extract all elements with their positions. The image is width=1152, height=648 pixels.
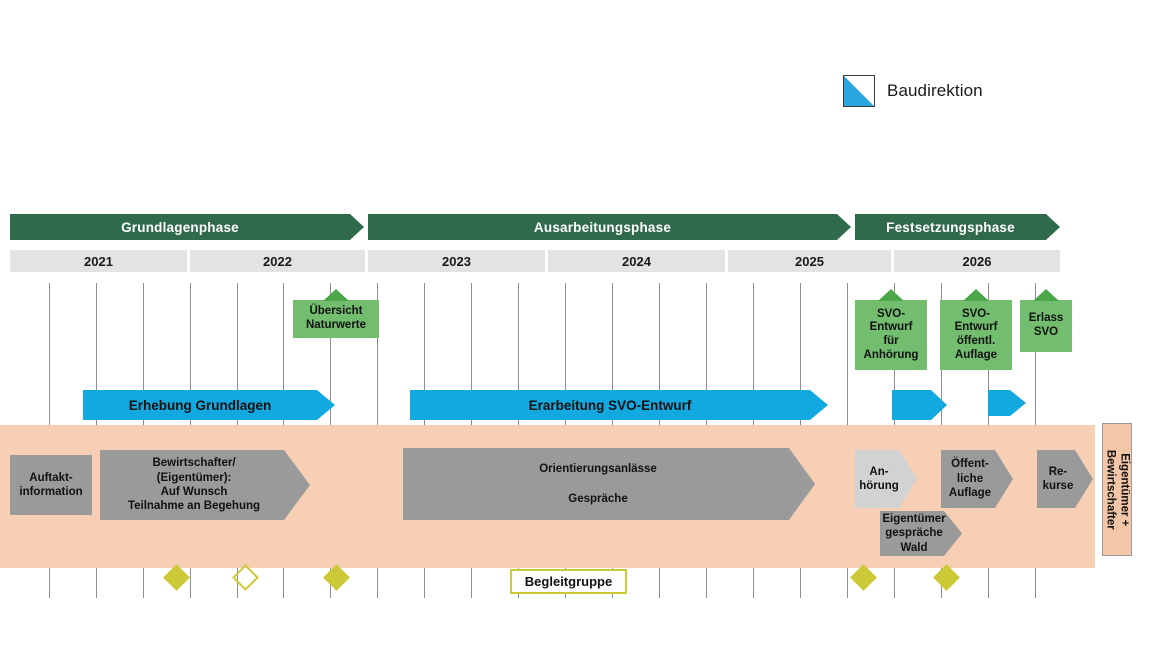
milestone-line: SVO- <box>961 307 991 320</box>
phase-bar-0[interactable]: Grundlagenphase <box>10 214 364 240</box>
eigentuemer-bewirtschafter-label: Eigentümer +Bewirtschafter <box>1102 423 1132 556</box>
milestone-line: Entwurf <box>954 321 998 334</box>
participation-auftaktinformation[interactable]: Auftakt-information <box>10 455 92 515</box>
year-label: 2025 <box>795 253 824 269</box>
milestone-line: Naturwerte <box>305 319 367 331</box>
work-bar-1[interactable]: Erarbeitung SVO-Entwurf <box>410 390 828 420</box>
legend-label: Baudirektion <box>887 81 983 100</box>
milestone-diamond-3[interactable] <box>850 564 877 591</box>
year-label: 2024 <box>622 253 651 269</box>
year-cell-2026[interactable]: 2026 <box>894 250 1060 272</box>
phase-label: Festsetzungsphase <box>886 219 1015 235</box>
vertical-label-text: Eigentümer +Bewirtschafter <box>1103 450 1131 530</box>
milestone-pointer-icon <box>878 289 904 301</box>
vertical-label-line: Eigentümer + <box>1118 452 1131 527</box>
milestone-line: öffentl. <box>956 335 996 347</box>
participation-line: liche <box>956 472 984 485</box>
year-cell-2024[interactable]: 2024 <box>548 250 725 272</box>
participation-line: Orientierungsanlässe <box>539 462 657 475</box>
participation-line: hörung <box>859 480 899 492</box>
milestone-line: Erlass <box>1028 312 1064 325</box>
milestone-line: SVO <box>1033 326 1059 338</box>
legend: Baudirektion <box>843 75 983 107</box>
begleitgruppe-box[interactable]: Begleitgruppe <box>510 569 627 594</box>
vertical-label-line: Bewirtschafter <box>1105 449 1118 530</box>
participation-line: kurse <box>1042 480 1074 492</box>
year-cell-2025[interactable]: 2025 <box>728 250 891 272</box>
milestone-pointer-icon <box>323 289 349 301</box>
year-cell-2021[interactable]: 2021 <box>10 250 187 272</box>
phase-label: Ausarbeitungsphase <box>533 219 672 235</box>
work-bar-2[interactable] <box>892 390 947 420</box>
work-bar-label: Erhebung Grundlagen <box>128 397 272 413</box>
milestone-line: Übersicht <box>309 305 363 318</box>
participation-line: Eigentümer <box>882 512 946 525</box>
phase-bar-1[interactable]: Ausarbeitungsphase <box>368 214 851 240</box>
year-label: 2026 <box>962 253 992 269</box>
milestone-diamond-0[interactable] <box>163 564 190 591</box>
milestone-line: SVO- <box>876 307 906 320</box>
participation-line: An- <box>869 465 889 478</box>
milestone-diamond-2[interactable] <box>323 564 350 591</box>
work-bar-label: Erarbeitung SVO-Entwurf <box>528 397 692 413</box>
milestone-line: Anhörung <box>863 348 919 361</box>
milestone-pointer-icon <box>1033 289 1059 301</box>
participation-line: Wald <box>900 541 928 554</box>
milestone-pointer-icon <box>963 289 989 301</box>
milestone-line: Auflage <box>954 348 998 361</box>
year-cell-2022[interactable]: 2022 <box>190 250 365 272</box>
year-label: 2023 <box>442 253 471 269</box>
phase-label: Grundlagenphase <box>121 219 239 235</box>
year-label: 2022 <box>263 253 292 269</box>
milestone-diamond-4[interactable] <box>933 564 960 591</box>
participation-line: Öffent- <box>951 458 989 471</box>
participation-line: gespräche <box>885 527 943 540</box>
participation-line: information <box>19 486 83 498</box>
work-bar-3[interactable] <box>988 390 1026 416</box>
participation-line: Auftakt- <box>29 471 73 484</box>
participation-line: Teilnahme an Begehung <box>127 500 261 513</box>
baudirektion-logo-icon <box>843 75 875 107</box>
milestone-line: für <box>883 335 899 347</box>
participation-line: (Eigentümer): <box>156 471 232 484</box>
participation-line: Auf Wunsch <box>160 486 228 498</box>
participation-line: Bewirtschafter/ <box>152 457 236 470</box>
work-bar-0[interactable]: Erhebung Grundlagen <box>83 390 335 420</box>
year-cell-2023[interactable]: 2023 <box>368 250 545 272</box>
milestone-line: Entwurf <box>869 321 913 334</box>
participation-line: Gespräche <box>568 493 628 505</box>
participation-line: Auflage <box>948 487 992 500</box>
participation-line: Re- <box>1048 465 1068 478</box>
begleitgruppe-label: Begleitgruppe <box>524 574 613 589</box>
phase-bar-2[interactable]: Festsetzungsphase <box>855 214 1060 240</box>
year-label: 2021 <box>84 253 113 269</box>
